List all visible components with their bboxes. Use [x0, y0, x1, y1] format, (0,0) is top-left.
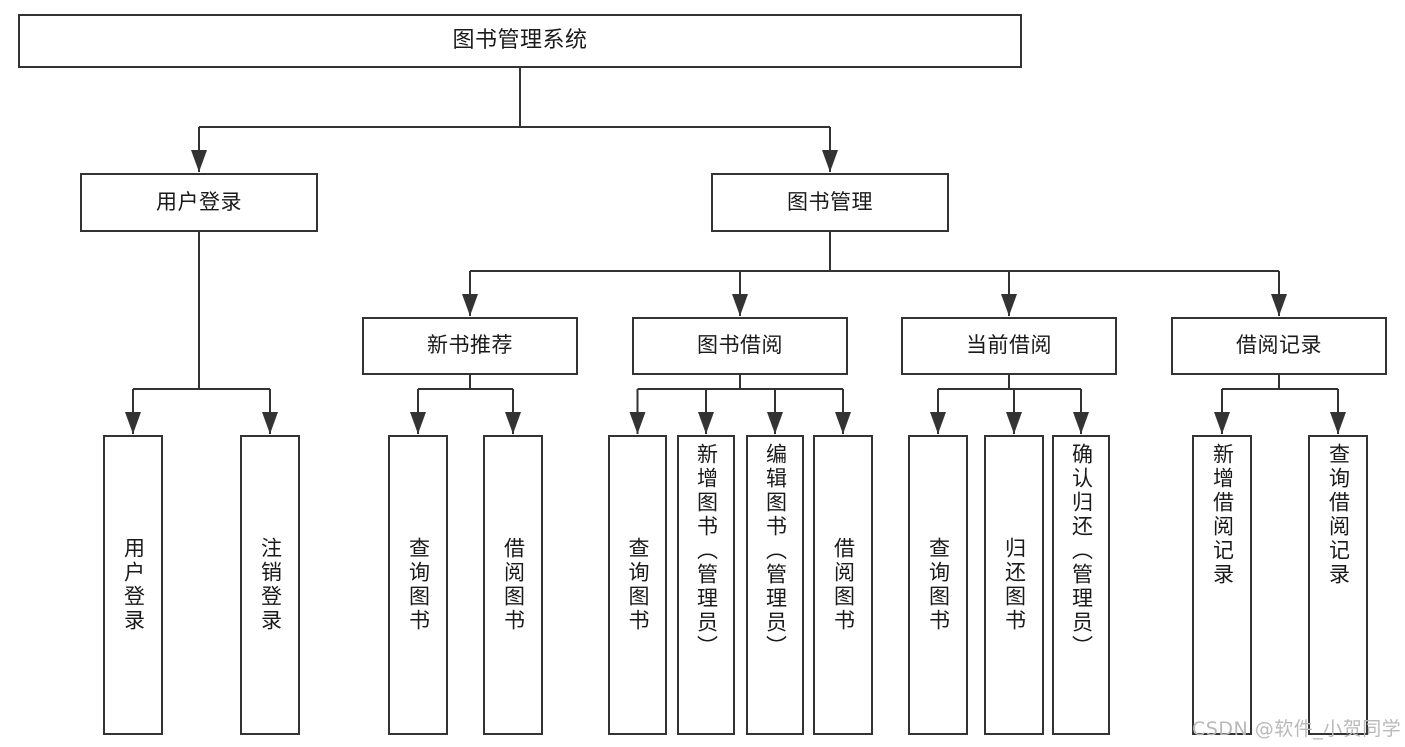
node-root[interactable]: 图书管理系统	[18, 14, 1022, 68]
node-leaf-12[interactable]: 新增借阅记录	[1192, 435, 1252, 735]
node-records[interactable]: 借阅记录	[1171, 317, 1387, 375]
node-leaf-4[interactable]: 借阅图书	[483, 435, 543, 735]
node-label: 新书推荐	[427, 333, 513, 358]
node-label: 图书借阅	[697, 333, 783, 358]
node-label: 确认归还（管理员）	[1069, 443, 1094, 659]
node-leaf-6[interactable]: 新增图书（管理员）	[677, 435, 735, 735]
node-leaf-3[interactable]: 查询图书	[388, 435, 448, 735]
node-label: 当前借阅	[966, 333, 1052, 358]
node-leaf-9[interactable]: 查询图书	[908, 435, 968, 735]
node-label: 编辑图书（管理员）	[763, 443, 788, 659]
node-leaf-11[interactable]: 确认归还（管理员）	[1052, 435, 1110, 735]
node-leaf-13[interactable]: 查询借阅记录	[1308, 435, 1368, 735]
node-label: 借阅图书	[831, 537, 856, 633]
node-label: 新增借阅记录	[1210, 443, 1235, 587]
node-label: 查询图书	[626, 537, 650, 633]
node-leaf-1[interactable]: 用户登录	[103, 435, 163, 735]
node-label: 查询借阅记录	[1326, 443, 1351, 587]
node-leaf-5[interactable]: 查询图书	[608, 435, 667, 735]
node-label: 新增图书（管理员）	[694, 443, 719, 659]
node-label: 借阅图书	[501, 537, 526, 633]
node-newbook[interactable]: 新书推荐	[362, 317, 578, 375]
node-leaf-2[interactable]: 注销登录	[240, 435, 300, 735]
node-leaf-7[interactable]: 编辑图书（管理员）	[746, 435, 804, 735]
node-borrow[interactable]: 图书借阅	[632, 317, 848, 375]
node-label: 借阅记录	[1236, 333, 1322, 358]
node-label: 查询图书	[406, 537, 431, 633]
node-label: 注销登录	[258, 537, 283, 633]
node-leaf-10[interactable]: 归还图书	[984, 435, 1044, 735]
node-login[interactable]: 用户登录	[80, 173, 318, 232]
node-label: 查询图书	[926, 537, 951, 633]
node-label: 归还图书	[1002, 537, 1027, 633]
node-label: 用户登录	[121, 537, 146, 633]
node-label: 用户登录	[156, 189, 242, 214]
node-label: 图书管理系统	[452, 27, 588, 53]
node-current[interactable]: 当前借阅	[901, 317, 1117, 375]
node-leaf-8[interactable]: 借阅图书	[813, 435, 873, 735]
node-label: 图书管理	[787, 189, 873, 214]
node-bookmgmt[interactable]: 图书管理	[711, 173, 949, 232]
